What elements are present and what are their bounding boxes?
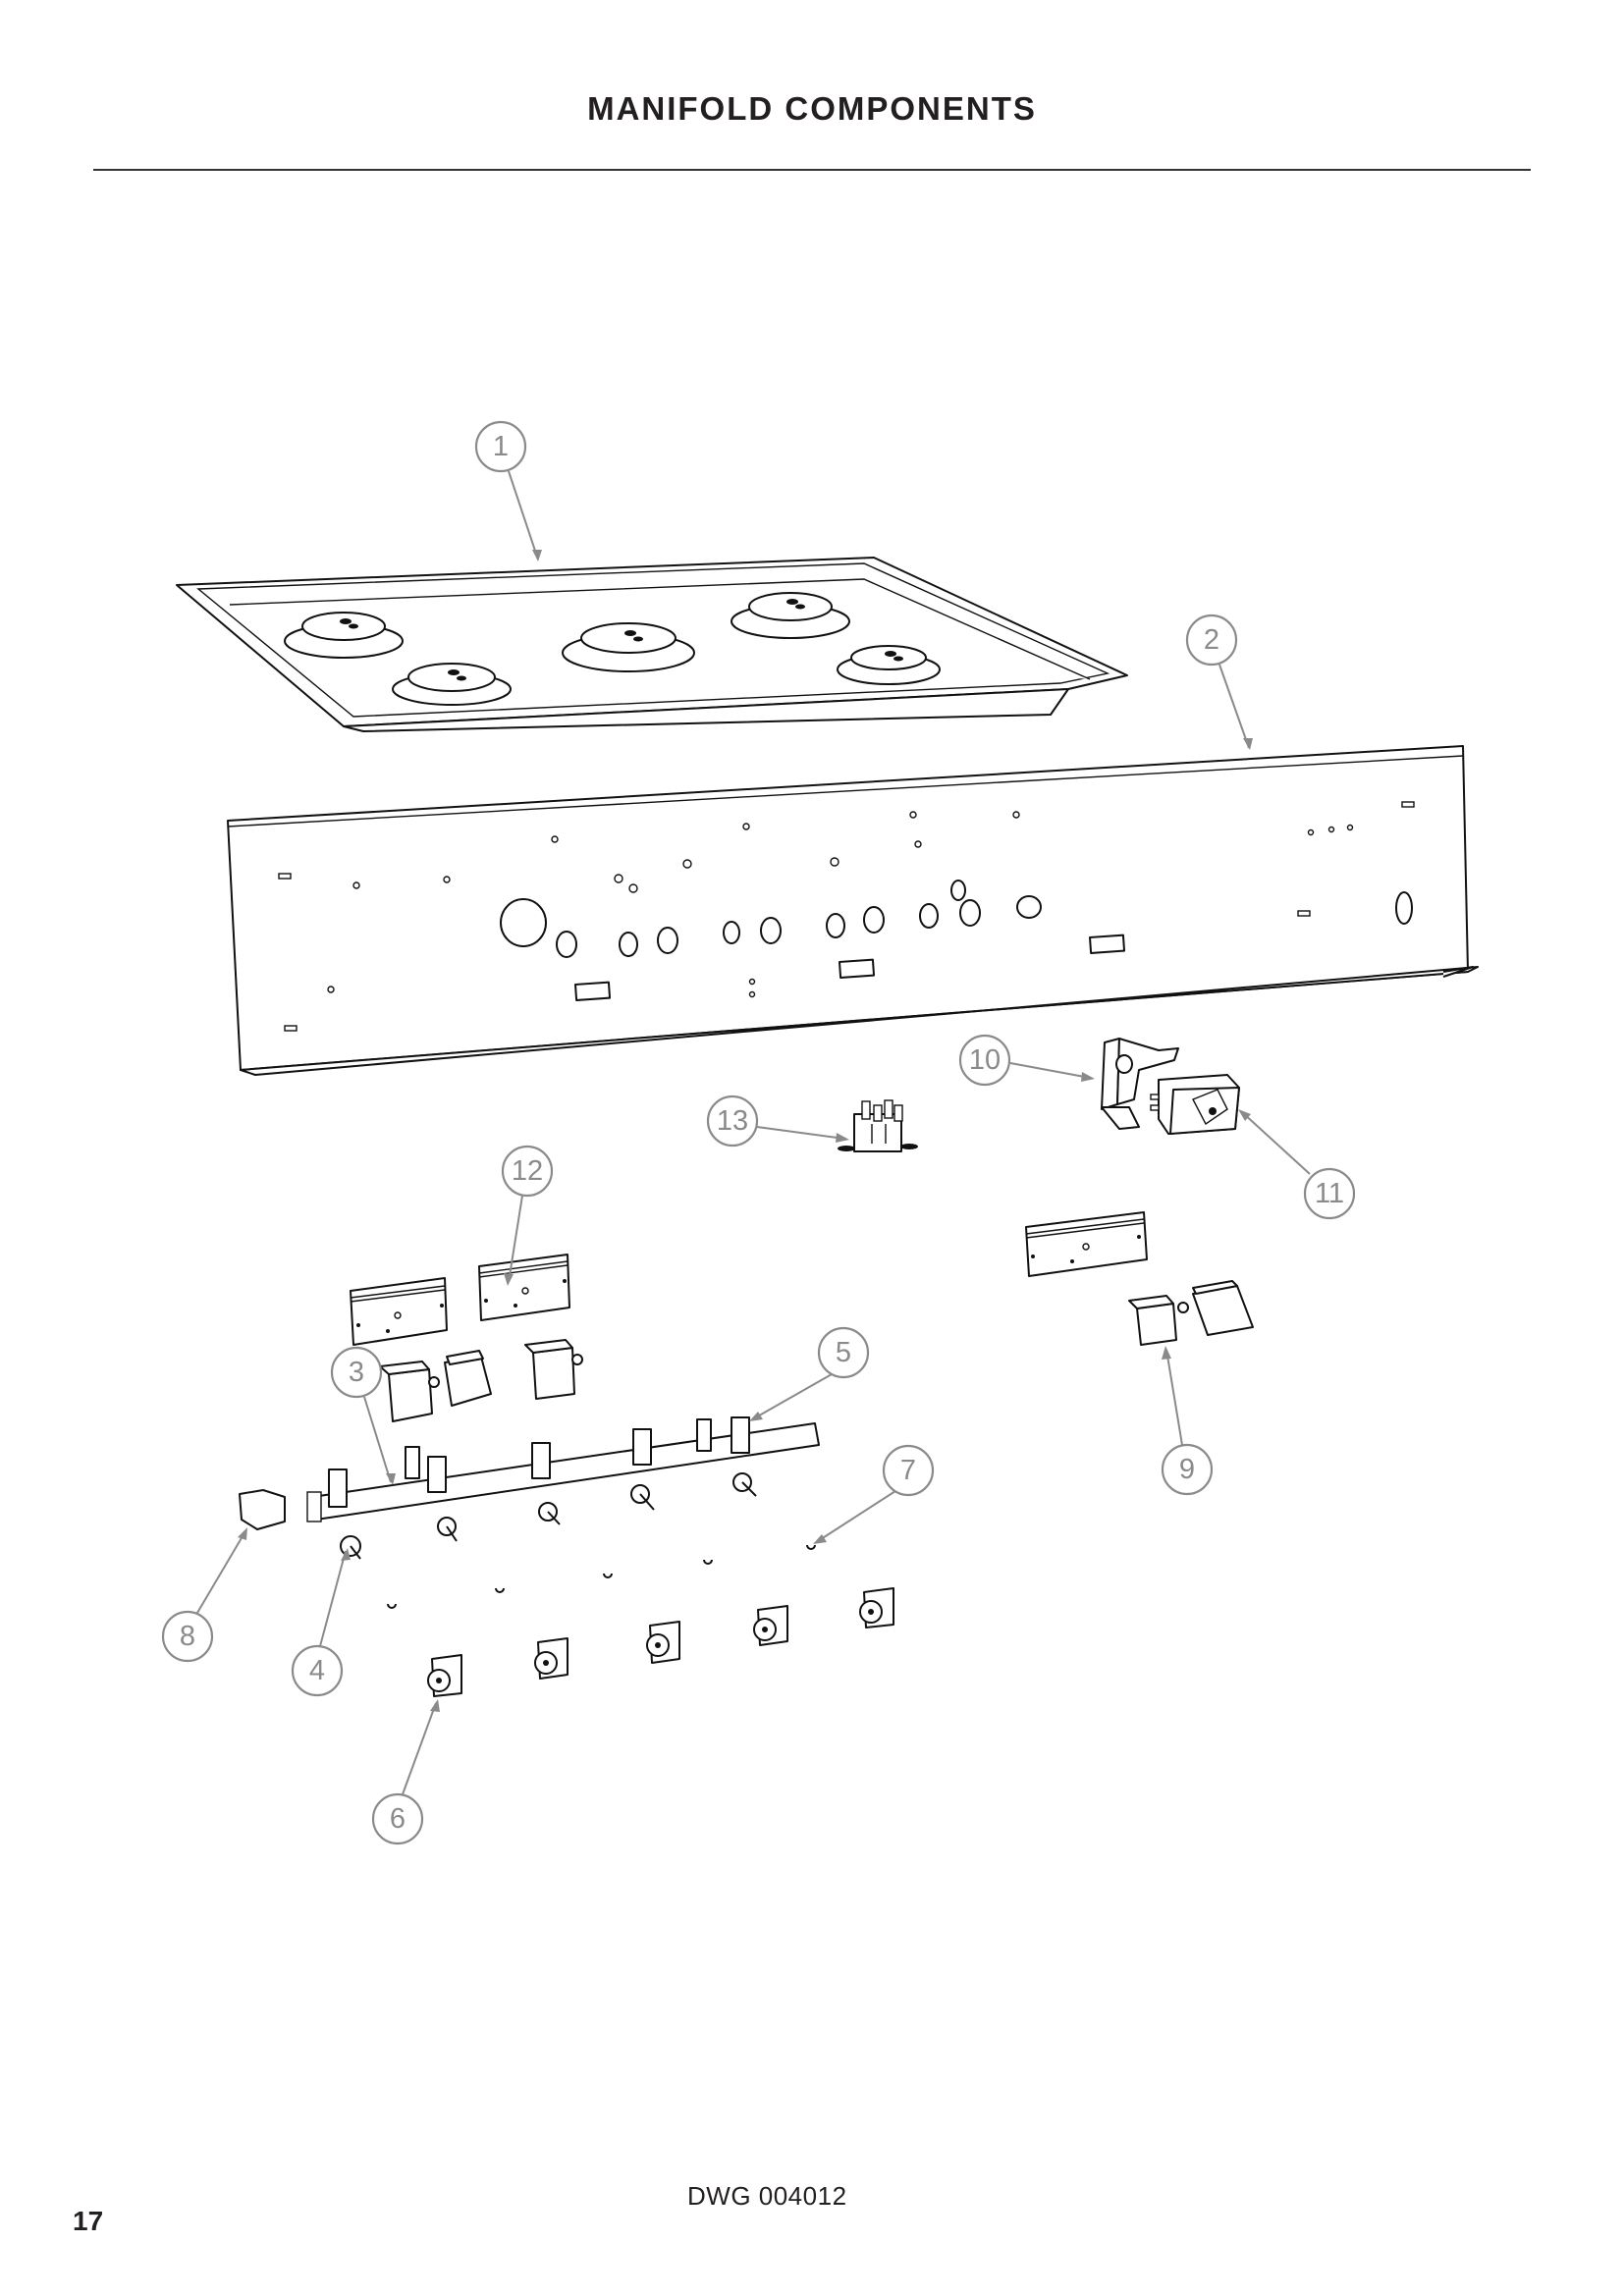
drawing-number: DWG 004012 [687,2181,847,2211]
svg-text:3: 3 [349,1357,364,1388]
terminal-block [838,1099,918,1152]
svg-text:8: 8 [180,1621,195,1652]
mounting-rail [1025,1211,1148,1277]
ignition-switch [646,1621,680,1664]
burner-boss [562,622,695,672]
title-divider [93,169,1531,171]
callout-10: 10 [958,1034,1011,1087]
svg-text:6: 6 [390,1803,406,1835]
mounting-rail [350,1277,448,1346]
relay-module-right [1128,1295,1189,1346]
callout-2: 2 [1185,614,1238,667]
relay-module-right [1192,1280,1254,1336]
control-board [1150,1074,1240,1135]
burner-boss [284,612,404,659]
callout-9: 9 [1161,1443,1214,1496]
svg-text:9: 9 [1179,1454,1195,1485]
callout-8: 8 [161,1610,214,1663]
valve-clamp [731,1416,757,1497]
ignition-switch [534,1637,568,1680]
bracket [1101,1038,1179,1130]
burner-boss [837,645,941,685]
retaining-clip [806,1544,816,1550]
cooktop-tray [176,557,1128,732]
burner-boss [731,592,850,639]
ignition-switch [427,1654,462,1697]
manifold-panel [227,745,1479,1076]
svg-text:1: 1 [493,431,509,462]
gas-valve [328,1468,361,1560]
ignition-switches [427,1587,894,1697]
callout-4: 4 [291,1644,344,1697]
callout-13: 13 [706,1095,759,1148]
retaining-clip [495,1587,505,1593]
gas-valve [427,1456,458,1542]
retaining-clips [387,1544,816,1609]
retaining-clip [387,1603,397,1609]
svg-text:4: 4 [309,1655,325,1686]
mounting-rail [478,1254,570,1321]
callout-6: 6 [371,1792,424,1845]
callout-12: 12 [501,1145,554,1198]
svg-text:11: 11 [1315,1178,1344,1209]
page-title: MANIFOLD COMPONENTS [587,90,1037,127]
leader-lines [196,470,1311,1795]
gas-valve [630,1428,655,1511]
page-number: 17 [73,2206,104,2236]
inlet-regulator [239,1489,286,1530]
svg-text:13: 13 [717,1105,748,1137]
pipe-bracket [696,1418,712,1452]
retaining-clip [703,1559,713,1565]
svg-text:12: 12 [512,1155,543,1187]
svg-text:10: 10 [969,1044,1001,1076]
gas-valve [531,1442,561,1525]
relay-module [524,1339,583,1400]
svg-text:7: 7 [900,1455,916,1486]
svg-text:2: 2 [1204,624,1219,656]
burner-boss [392,663,512,706]
callout-7: 7 [882,1444,935,1497]
callout-5: 5 [817,1326,870,1379]
relay-module [379,1361,440,1422]
retaining-clip [603,1573,613,1578]
pipe-bracket [405,1446,420,1479]
gas-valve-row [328,1416,757,1560]
callout-11: 11 [1303,1167,1356,1220]
relay-module [444,1350,492,1407]
ignition-switch [753,1605,788,1646]
callout-1: 1 [474,420,527,473]
ignition-switch [859,1587,894,1629]
callout-3: 3 [330,1346,383,1399]
svg-text:5: 5 [836,1337,851,1368]
